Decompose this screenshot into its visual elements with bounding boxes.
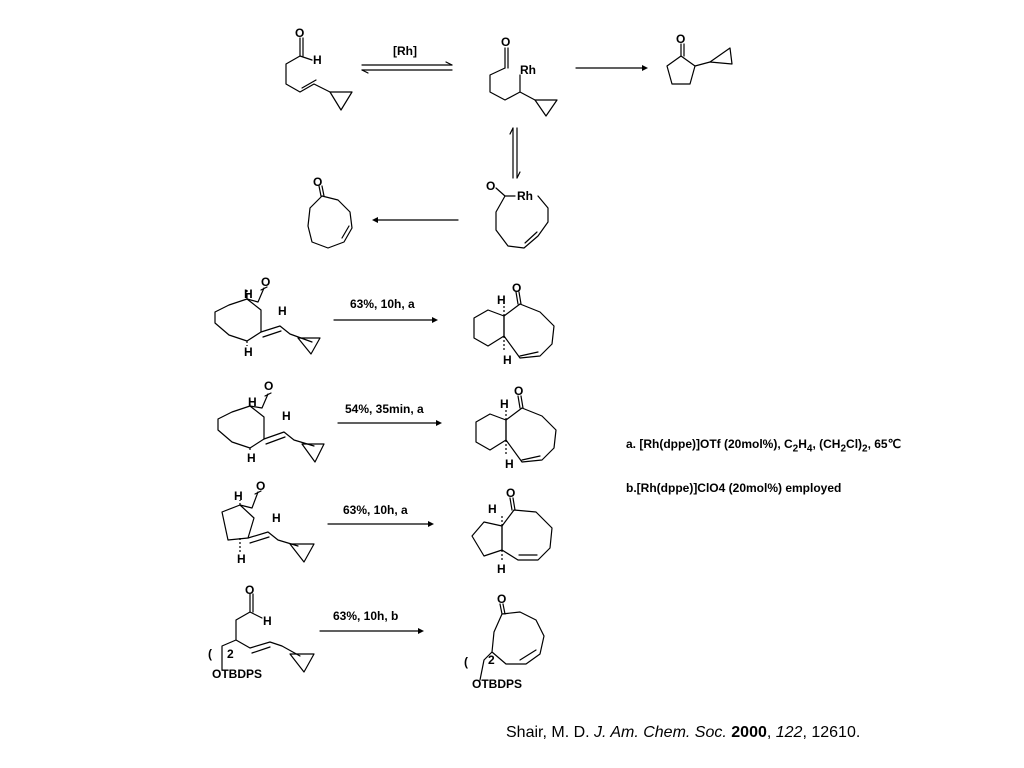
atom-h: H [497, 562, 506, 576]
product-4: O ( 2 OTBDPS [464, 592, 545, 691]
arrow-reaction-4: 63%, 10h, b [319, 609, 424, 634]
atom-h: H [244, 345, 253, 359]
paren-open: ( [208, 647, 212, 661]
otbdps-label: OTBDPS [212, 667, 262, 681]
condition-1: 63%, 10h, a [350, 297, 415, 311]
product-1: H O H [473, 281, 555, 367]
equilibrium-arrow-top: [Rh] [361, 44, 453, 74]
atom-o: O [264, 379, 273, 393]
atom-h: H [500, 397, 509, 411]
condition-2: 54%, 35min, a [345, 402, 424, 416]
condition-note-b: b.[Rh(dppe)]ClO4 (20mol%) employed [626, 481, 842, 495]
atom-h: H [505, 457, 514, 471]
atom-o: O [261, 275, 270, 289]
atom-o: O [313, 175, 322, 189]
atom-h: H [263, 614, 272, 628]
cyclopentyl-ketone-product: O [666, 32, 733, 85]
paren-open: ( [464, 655, 468, 669]
atom-rh: Rh [517, 189, 533, 203]
atom-h: H [282, 409, 291, 423]
arrow-reaction-1: 63%, 10h, a [333, 297, 438, 323]
substrate-aldehyde: O H [285, 26, 353, 111]
substrate-3: H O H H [221, 479, 315, 566]
equilibrium-arrow-vertical [509, 127, 521, 179]
condition-3: 63%, 10h, a [343, 503, 408, 517]
rhodacycle-expanded: O Rh [486, 179, 549, 249]
condition-note-a: a. [Rh(dppe)]OTf (20mol%), C2H4, (CH2Cl)… [626, 437, 902, 455]
rhodacycle-intermediate: O Rh [489, 35, 558, 117]
condition-4: 63%, 10h, b [333, 609, 398, 623]
atom-h: H [503, 353, 512, 367]
atom-h: H [278, 304, 287, 318]
atom-rh: Rh [520, 63, 536, 77]
atom-o: O [486, 179, 495, 193]
repeat-count: 2 [227, 647, 234, 661]
product-3: H O H [471, 486, 553, 576]
atom-h: H [272, 511, 281, 525]
citation: Shair, M. D. J. Am. Chem. Soc. 2000, 122… [506, 724, 861, 741]
substrate-4: O H ( 2 OTBDPS [208, 583, 315, 681]
atom-o: O [256, 479, 265, 493]
cyclooctenone-product: O [307, 175, 353, 249]
atom-h: H [234, 489, 243, 503]
repeat-count: 2 [488, 653, 495, 667]
atom-h: H [248, 395, 257, 409]
atom-h: H [247, 451, 256, 465]
otbdps-label: OTBDPS [472, 677, 522, 691]
atom-o: O [497, 592, 506, 606]
atom-o: O [514, 384, 523, 398]
atom-o: O [501, 35, 510, 49]
atom-h: H [497, 293, 506, 307]
atom-h: H [244, 287, 253, 301]
product-2: H O H [475, 384, 557, 471]
catalyst-label: [Rh] [393, 44, 417, 58]
atom-o: O [245, 583, 254, 597]
atom-h: H [313, 53, 322, 67]
arrow-reaction-3: 63%, 10h, a [327, 503, 434, 527]
atom-o: O [676, 32, 685, 46]
atom-h: H [237, 552, 246, 566]
arrow-reaction-2: 54%, 35min, a [337, 402, 442, 426]
atom-o: O [506, 486, 515, 500]
atom-o: O [512, 281, 521, 295]
atom-h: H [488, 502, 497, 516]
arrow-to-cyclopentanone [575, 65, 648, 71]
arrow-to-cyclooctenone [372, 217, 459, 223]
substrate-1: H O H H [214, 275, 321, 359]
substrate-2: H O H H [217, 379, 325, 465]
atom-o: O [295, 26, 304, 40]
